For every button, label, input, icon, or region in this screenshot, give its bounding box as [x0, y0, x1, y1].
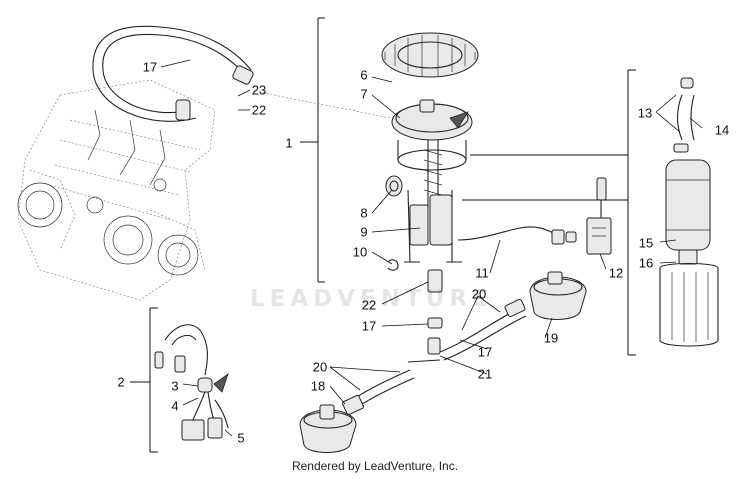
callout-13[interactable]: 13 — [637, 105, 653, 121]
callout-17-upper[interactable]: 17 — [142, 59, 158, 75]
callout-7[interactable]: 7 — [360, 86, 368, 102]
fuel-pump-module — [391, 99, 473, 263]
fuel-filters — [299, 271, 587, 453]
callout-9[interactable]: 9 — [360, 224, 368, 240]
callout-21[interactable]: 21 — [477, 366, 493, 382]
footer-credit: Rendered by LeadVenture, Inc. — [291, 459, 459, 473]
callout-20-left[interactable]: 20 — [312, 359, 328, 375]
fuel-line-assembly — [342, 269, 527, 415]
callout-22-upper[interactable]: 22 — [251, 102, 267, 118]
callout-15[interactable]: 15 — [638, 235, 654, 251]
callout-3[interactable]: 3 — [171, 378, 179, 394]
callout-20-right[interactable]: 20 — [471, 286, 487, 302]
callout-5[interactable]: 5 — [237, 430, 245, 446]
callout-11[interactable]: 11 — [475, 265, 489, 281]
lock-ring — [381, 32, 479, 78]
leader-lines — [160, 59, 703, 437]
callout-14[interactable]: 14 — [714, 122, 730, 138]
callout-18[interactable]: 18 — [310, 378, 326, 394]
callout-12[interactable]: 12 — [608, 265, 624, 281]
callout-1[interactable]: 1 — [285, 135, 293, 151]
callout-4[interactable]: 4 — [171, 398, 179, 414]
callout-8[interactable]: 8 — [360, 205, 368, 221]
callout-22-lower[interactable]: 22 — [361, 297, 377, 313]
callout-17-middle[interactable]: 17 — [361, 318, 377, 334]
engine-illustration — [17, 79, 216, 301]
small-fittings — [385, 175, 403, 271]
callout-10[interactable]: 10 — [352, 244, 368, 260]
callout-2[interactable]: 2 — [117, 374, 125, 390]
pump-parts — [659, 77, 719, 347]
bracket-assembly-1 — [300, 17, 325, 283]
callout-19[interactable]: 19 — [543, 330, 559, 346]
harness-pigtail — [130, 307, 229, 453]
callout-23[interactable]: 23 — [251, 82, 267, 98]
callout-17-lower[interactable]: 17 — [477, 344, 493, 360]
callout-16[interactable]: 16 — [638, 255, 654, 271]
wire-harness-sensor — [457, 177, 612, 255]
bracket-pump-parts — [462, 69, 636, 356]
callout-6[interactable]: 6 — [360, 67, 368, 83]
watermark: LEADVENTURE — [250, 286, 493, 312]
